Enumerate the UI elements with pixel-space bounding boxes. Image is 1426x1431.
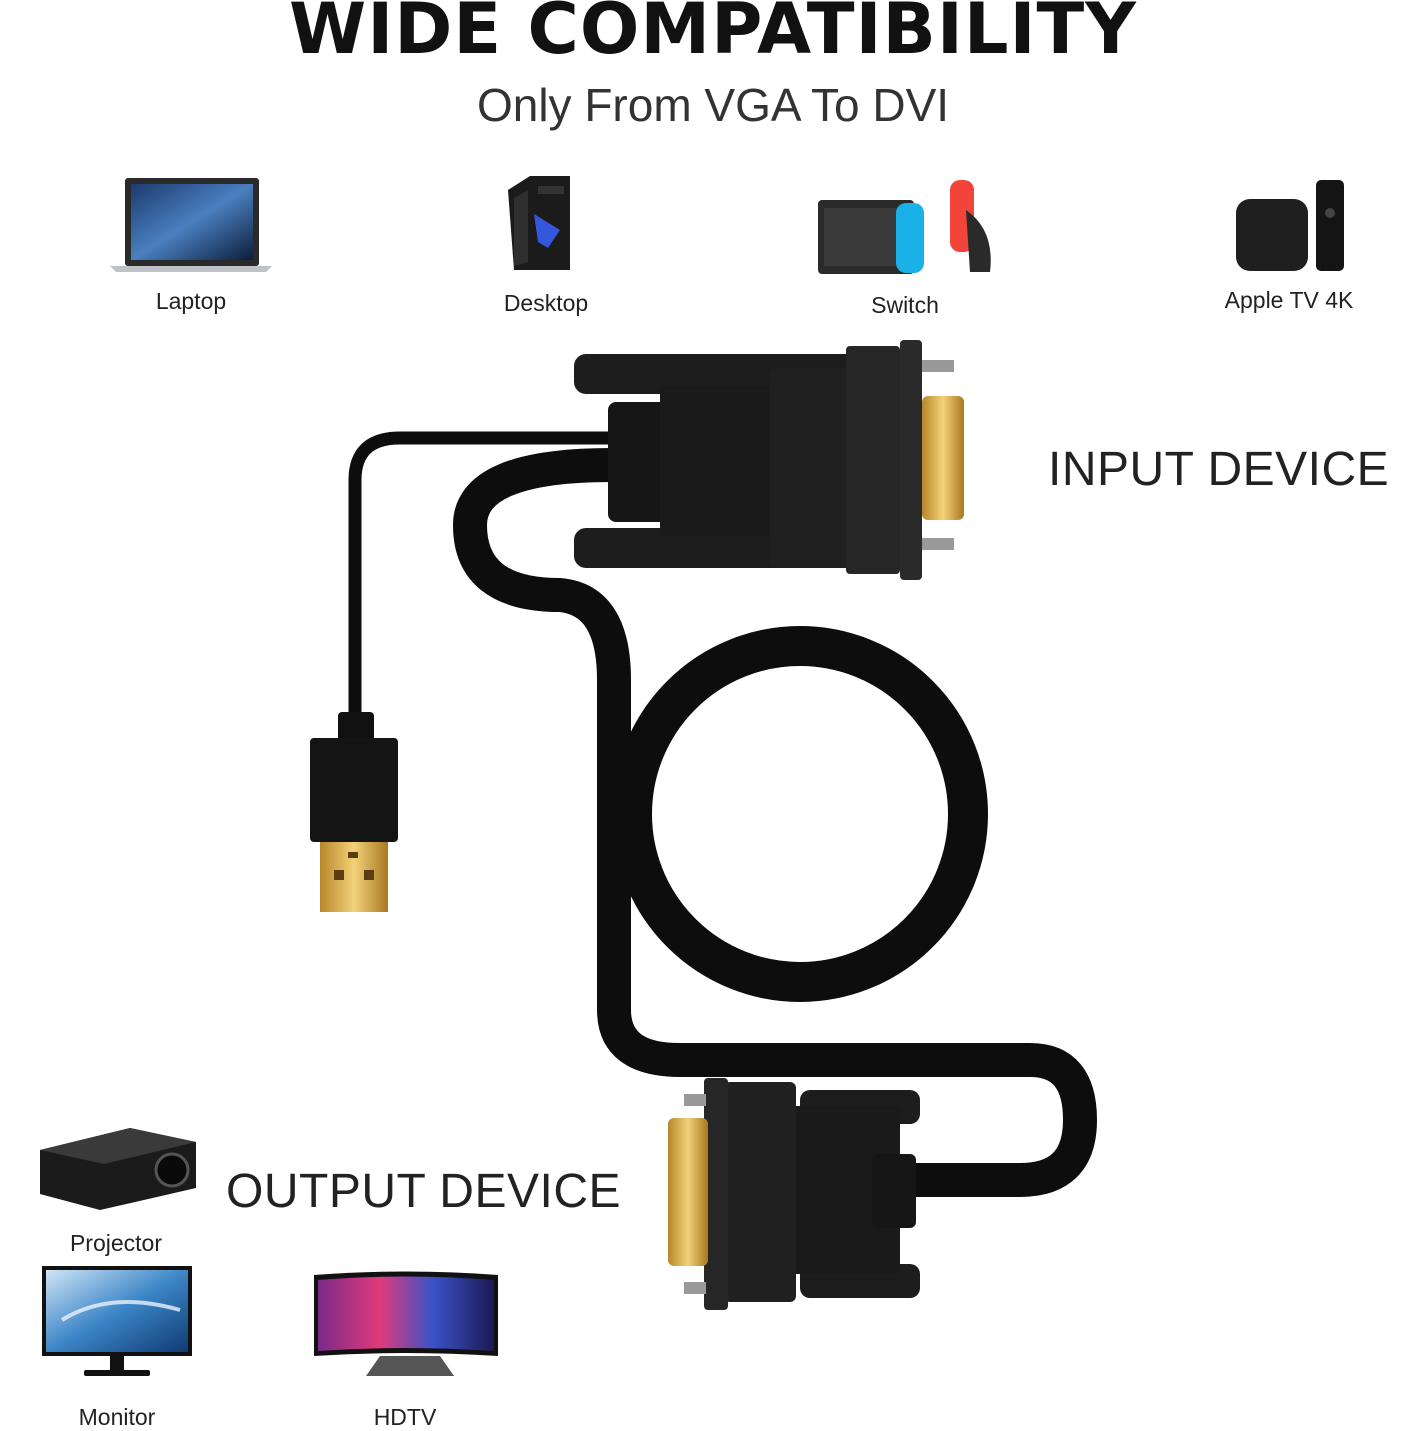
- monitor-icon: [42, 1266, 192, 1376]
- output-device-heading: OUTPUT DEVICE: [226, 1165, 621, 1218]
- input-device-label-desktop: Desktop: [503, 290, 589, 316]
- output-device-label-hdtv: HDTV: [373, 1404, 437, 1430]
- input-device-heading: INPUT DEVICE: [1048, 443, 1390, 496]
- projector-icon: [40, 1128, 196, 1210]
- dvi-connector: [668, 1078, 920, 1310]
- page-subtitle: Only From VGA To DVI: [476, 79, 950, 131]
- input-device-label-laptop: Laptop: [155, 288, 227, 314]
- desktop-tower-icon: [508, 176, 570, 270]
- output-device-label-monitor: Monitor: [78, 1404, 156, 1430]
- vga-connector: [574, 340, 964, 580]
- usb-cable: [348, 431, 617, 727]
- curved-tv-icon: [314, 1271, 498, 1376]
- game-console-icon: [818, 180, 991, 274]
- page-title: WIDE COMPATIBILITY: [289, 0, 1137, 70]
- tv-box-icon: [1236, 180, 1344, 271]
- input-device-label-apple-tv: Apple TV 4K: [1224, 287, 1354, 313]
- laptop-icon: [110, 178, 272, 272]
- usb-plug: [310, 712, 398, 912]
- output-device-label-projector: Projector: [69, 1230, 163, 1256]
- main-cable: [452, 448, 1098, 1197]
- input-device-label-switch: Switch: [871, 292, 939, 318]
